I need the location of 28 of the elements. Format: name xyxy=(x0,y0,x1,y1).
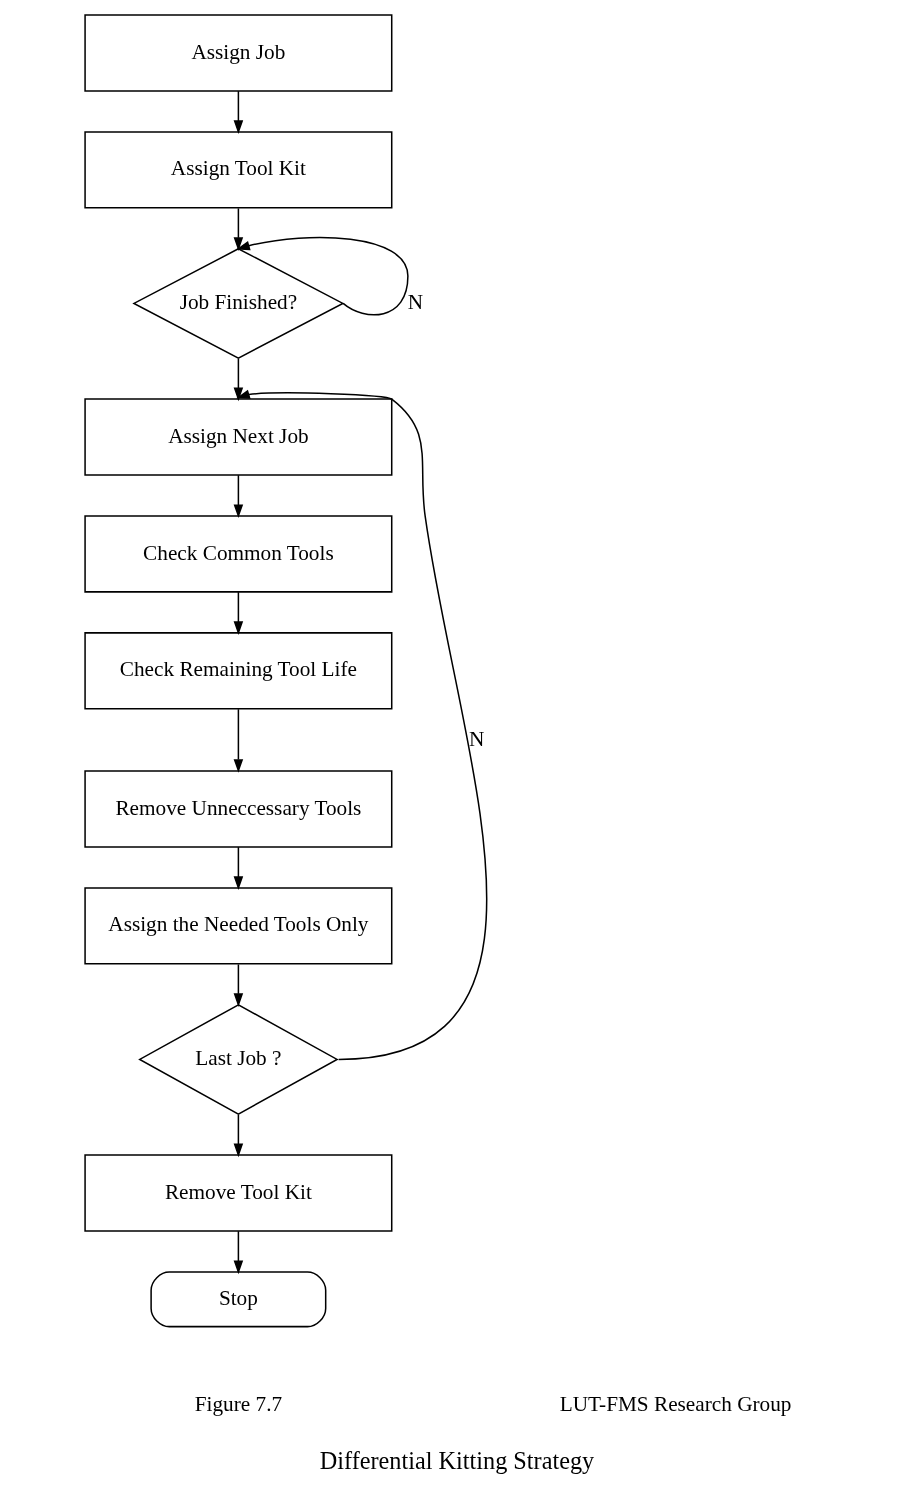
arrow xyxy=(233,207,243,251)
arrow xyxy=(233,1114,243,1158)
arrow xyxy=(233,846,243,891)
node-box: Assign Job xyxy=(83,14,392,92)
edge-label: N xyxy=(468,726,484,751)
node-box: Assign the Needed Tools Only xyxy=(83,887,392,965)
arrow xyxy=(233,90,243,135)
arrow xyxy=(233,963,243,1007)
node-diamond: Job Finished? xyxy=(131,247,344,359)
node-box: Check Common Tools xyxy=(83,515,392,593)
arrow xyxy=(233,358,243,402)
edge-label: N xyxy=(407,290,423,315)
arrow xyxy=(233,474,243,519)
label: LUT-FMS Research Group xyxy=(559,1392,791,1417)
arrow xyxy=(233,1230,243,1275)
arrow xyxy=(233,591,243,636)
caption: Differential Kitting Strategy xyxy=(319,1447,594,1475)
node-box: Check Remaining Tool Life xyxy=(83,632,392,710)
arrow xyxy=(235,389,487,1061)
node-diamond: Last Job ? xyxy=(137,1003,339,1115)
node-box: Remove Unneccessary Tools xyxy=(83,770,392,848)
node-box: Stop xyxy=(149,1271,326,1328)
node-box: Assign Next Job xyxy=(83,398,392,476)
label: Figure 7.7 xyxy=(194,1392,282,1417)
arrow xyxy=(235,236,409,316)
arrow xyxy=(233,708,243,773)
node-box: Remove Tool Kit xyxy=(83,1154,392,1232)
node-box: Assign Tool Kit xyxy=(83,131,392,209)
